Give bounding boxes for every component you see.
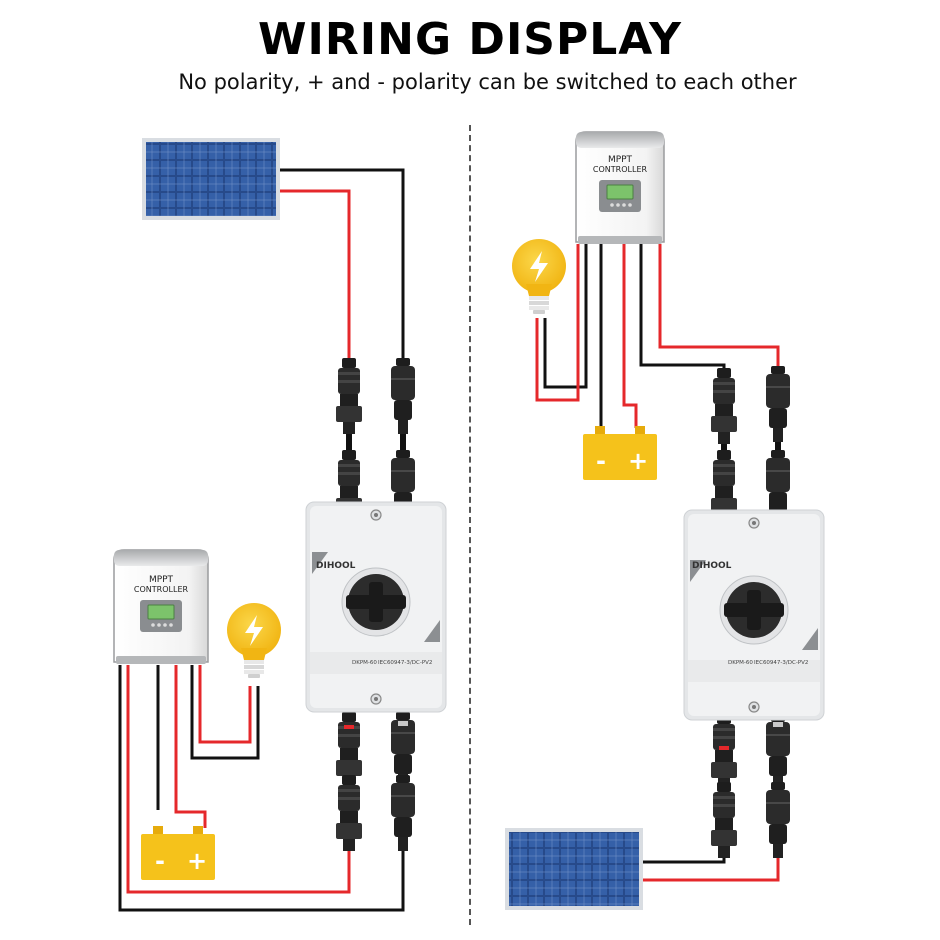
isolator-brand: DIHOOL	[316, 561, 356, 571]
light-bulb-icon	[227, 603, 281, 678]
controller-label-1: MPPT	[608, 155, 633, 165]
isolator-standard: IEC60947-3/DC-PV2	[754, 660, 808, 666]
left-wiring	[118, 168, 406, 912]
solar-panel-icon	[505, 828, 643, 910]
mc4-connector-icon	[711, 782, 737, 858]
mppt-controller-icon: MPPT CONTROLLER	[575, 131, 665, 244]
mc4-connector-icon	[391, 775, 415, 851]
isolator-model: DKPM-60	[728, 660, 753, 666]
page-subtitle: No polarity, + and - polarity can be swi…	[178, 70, 797, 94]
battery-icon: - +	[583, 426, 657, 480]
controller-label-2: CONTROLLER	[593, 165, 648, 174]
mc4-connector-icon	[336, 358, 362, 434]
isolator-model: DKPM-60	[352, 660, 377, 666]
battery-icon: - +	[141, 826, 215, 880]
dc-isolator-switch-icon: DIHOOL DKPM-60 IEC60947-3/DC-PV2	[305, 501, 447, 713]
mc4-connector-icon	[711, 368, 737, 444]
solar-panel-icon	[142, 138, 280, 220]
mc4-connector-icon	[711, 714, 737, 790]
mc4-connector-icon	[766, 366, 790, 442]
battery-plus-label: +	[187, 847, 207, 875]
controller-label-2: CONTROLLER	[134, 585, 189, 594]
dc-isolator-switch-icon: DIHOOL DKPM-60 IEC60947-3/DC-PV2	[683, 509, 825, 721]
isolator-brand: DIHOOL	[692, 561, 732, 571]
battery-plus-label: +	[628, 447, 648, 475]
mc4-connector-icon	[336, 775, 362, 851]
right-wiring	[535, 244, 781, 882]
isolator-standard: IEC60947-3/DC-PV2	[378, 660, 432, 666]
battery-minus-label: -	[155, 847, 165, 875]
battery-minus-label: -	[596, 447, 606, 475]
mc4-connector-icon	[766, 782, 790, 858]
center-divider	[469, 125, 471, 925]
mppt-controller-icon: MPPT CONTROLLER	[113, 549, 209, 664]
mc4-connector-icon	[391, 358, 415, 434]
page-title: WIRING DISPLAY	[258, 14, 682, 65]
light-bulb-icon	[512, 239, 566, 314]
controller-label-1: MPPT	[149, 575, 174, 585]
